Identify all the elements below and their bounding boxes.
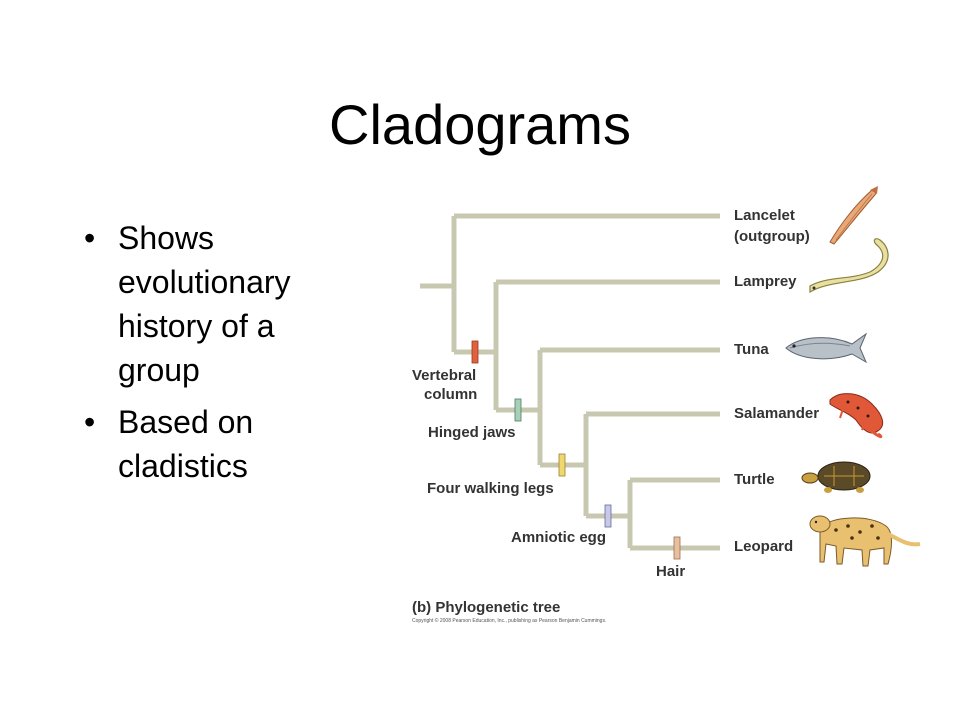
bullet-list: • Shows evolutionary history of a group •… (84, 216, 334, 496)
bullet-item: • Based on cladistics (84, 400, 334, 488)
character-label: Hinged jaws (428, 424, 516, 441)
slide-title: Cladograms (329, 93, 631, 156)
leopard-icon (809, 515, 921, 567)
copyright-text: Copyright © 2008 Pearson Education, Inc.… (412, 617, 606, 624)
bullet-dot: • (84, 404, 96, 440)
character-label: Hair (656, 563, 685, 580)
bullet-dot: • (84, 220, 96, 256)
lamprey-icon (809, 238, 889, 294)
character-label: Amniotic egg (511, 529, 606, 546)
taxon-label: Turtle (734, 471, 775, 488)
figure-caption: (b) Phylogenetic tree (412, 599, 560, 616)
four-walking-legs-marker (558, 453, 566, 477)
turtle-icon (801, 461, 871, 493)
hair-marker (673, 536, 681, 560)
bullet-text: Shows evolutionary history of a group (118, 220, 291, 388)
amniotic-egg-marker (604, 504, 612, 528)
taxon-label: (outgroup) (734, 228, 810, 245)
tuna-icon (785, 332, 868, 364)
phylogenetic-tree: Vertebral column Hinged jaws Four walkin… (412, 186, 921, 624)
bullet-text: Based on cladistics (118, 404, 254, 484)
character-label: Vertebral (412, 367, 476, 384)
hinged-jaws-marker (514, 398, 522, 422)
bullet-item: • Shows evolutionary history of a group (84, 216, 334, 392)
character-label: column (424, 386, 477, 403)
vertebral-column-marker (471, 340, 479, 364)
taxon-label: Lancelet (734, 207, 795, 224)
taxon-label: Leopard (734, 538, 793, 555)
salamander-icon (829, 393, 884, 439)
taxon-label: Lamprey (734, 273, 797, 290)
taxon-label: Salamander (734, 405, 819, 422)
lancelet-icon (829, 186, 878, 245)
character-label: Four walking legs (427, 480, 554, 497)
taxon-label: Tuna (734, 341, 769, 358)
